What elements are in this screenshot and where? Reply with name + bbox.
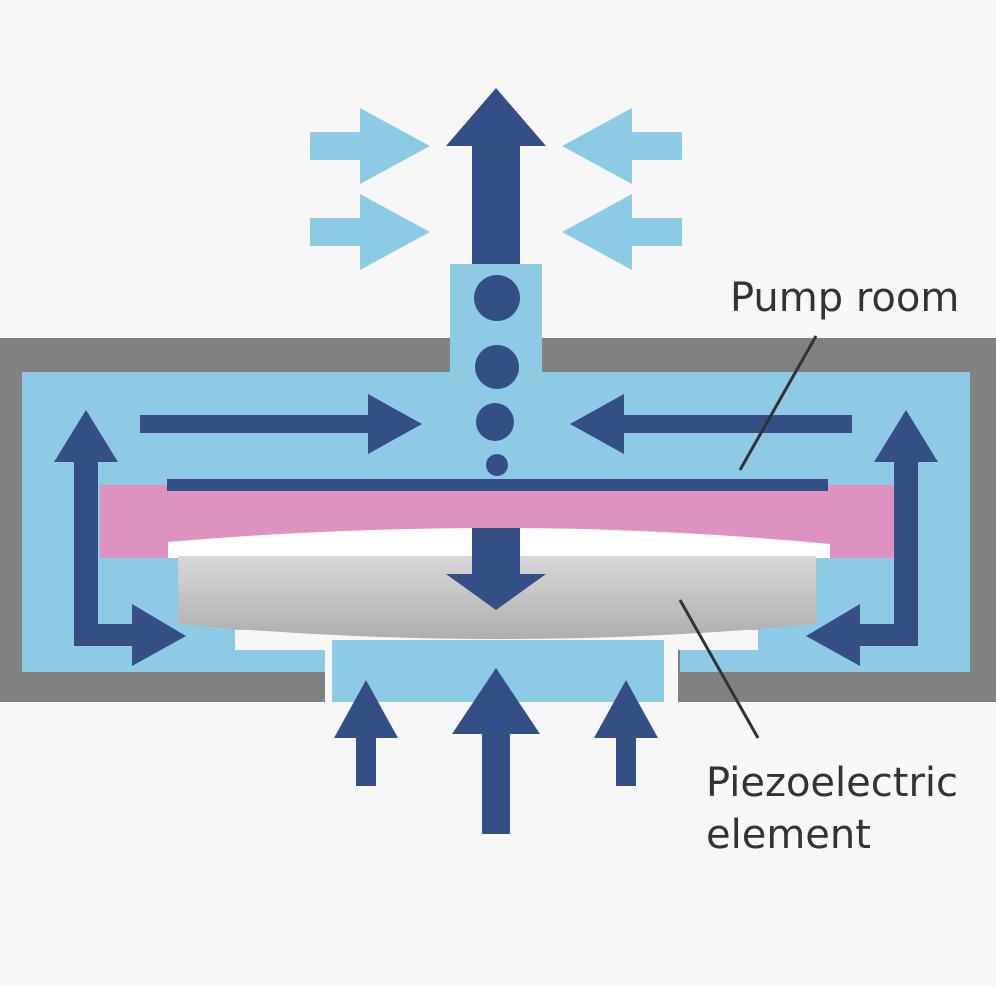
- bubble-large: [474, 275, 520, 321]
- inlet-arrow-right: [594, 680, 658, 786]
- inlet-arrow-center: [452, 668, 540, 834]
- circulation-arrow-right: [806, 410, 938, 666]
- outlet-arrow-up: [446, 88, 546, 264]
- bubble-small: [476, 403, 514, 441]
- diaphragm-arrow-down: [446, 528, 546, 610]
- pump-room-label: Pump room: [730, 275, 959, 321]
- circulation-arrow-left: [54, 410, 186, 666]
- ambient-arrow-right-top: [562, 108, 682, 184]
- membrane-line: [167, 479, 828, 491]
- flow-arrow-left: [570, 394, 852, 454]
- piezo-leader: [678, 599, 760, 739]
- piezo-label-line1: Piezoelectric: [706, 760, 958, 806]
- ambient-arrow-left-top: [310, 108, 430, 184]
- ambient-arrow-left-bottom: [310, 194, 430, 270]
- bubble-tiny: [486, 454, 508, 476]
- flow-arrow-right: [140, 394, 422, 454]
- bubble-medium: [475, 345, 519, 389]
- piezo-label-line2: element: [706, 812, 871, 858]
- ambient-arrow-right-bottom: [562, 194, 682, 270]
- pump-room-leader: [738, 335, 818, 471]
- inlet-arrow-left: [334, 680, 398, 786]
